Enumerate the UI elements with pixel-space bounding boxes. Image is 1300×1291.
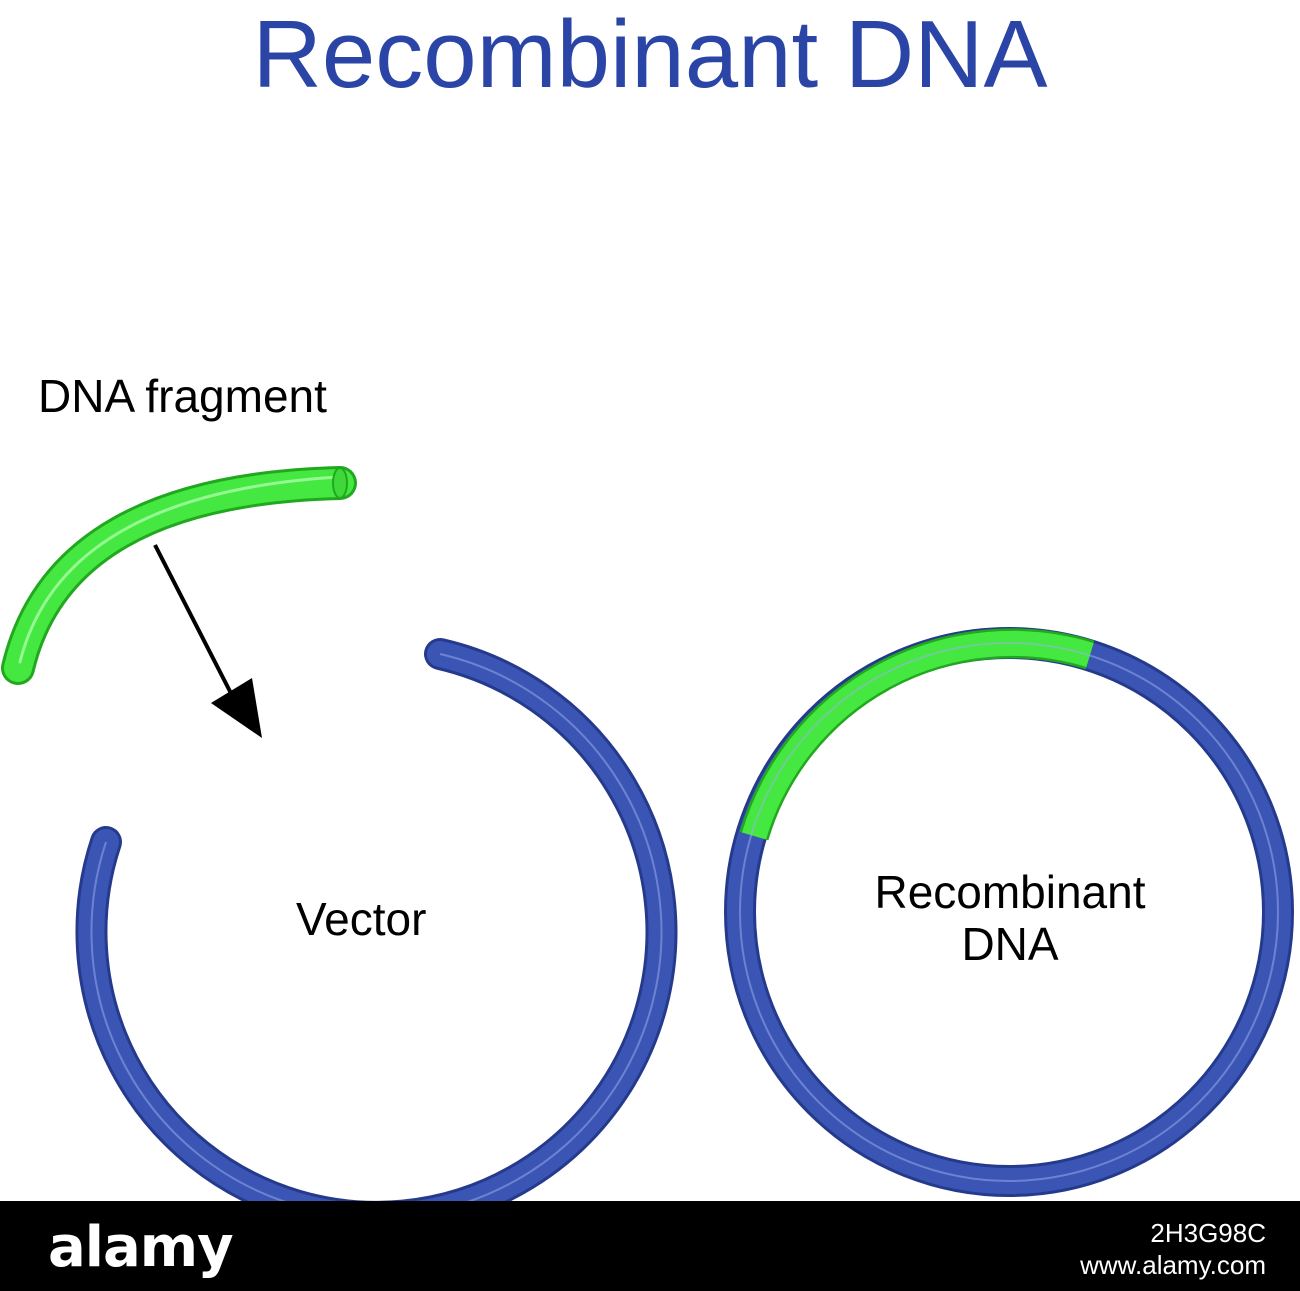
image-id: 2H3G98C xyxy=(1150,1218,1266,1248)
image-url: www.alamy.com xyxy=(1080,1250,1266,1280)
image-credit: 2H3G98C www.alamy.com xyxy=(1080,1217,1266,1281)
recombinant-label-line1: Recombinant xyxy=(874,866,1146,918)
vector-plasmid xyxy=(75,638,678,1201)
vector-label: Vector xyxy=(296,893,427,945)
recombinant-dna-label: Recombinant DNA xyxy=(860,866,1160,970)
dna-fragment-label: DNA fragment xyxy=(38,370,327,422)
stock-footer-bar: alamy 2H3G98C www.alamy.com xyxy=(0,1201,1300,1291)
recombinant-plasmid xyxy=(724,627,1294,1197)
recombinant-label-line2: DNA xyxy=(961,918,1059,970)
dna-fragment xyxy=(1,466,357,685)
alamy-logo: alamy xyxy=(48,1215,234,1280)
insertion-arrow xyxy=(153,544,262,738)
recombinant-dna-diagram xyxy=(1,466,1294,1201)
diagram-title: Recombinant DNA xyxy=(252,1,1048,108)
